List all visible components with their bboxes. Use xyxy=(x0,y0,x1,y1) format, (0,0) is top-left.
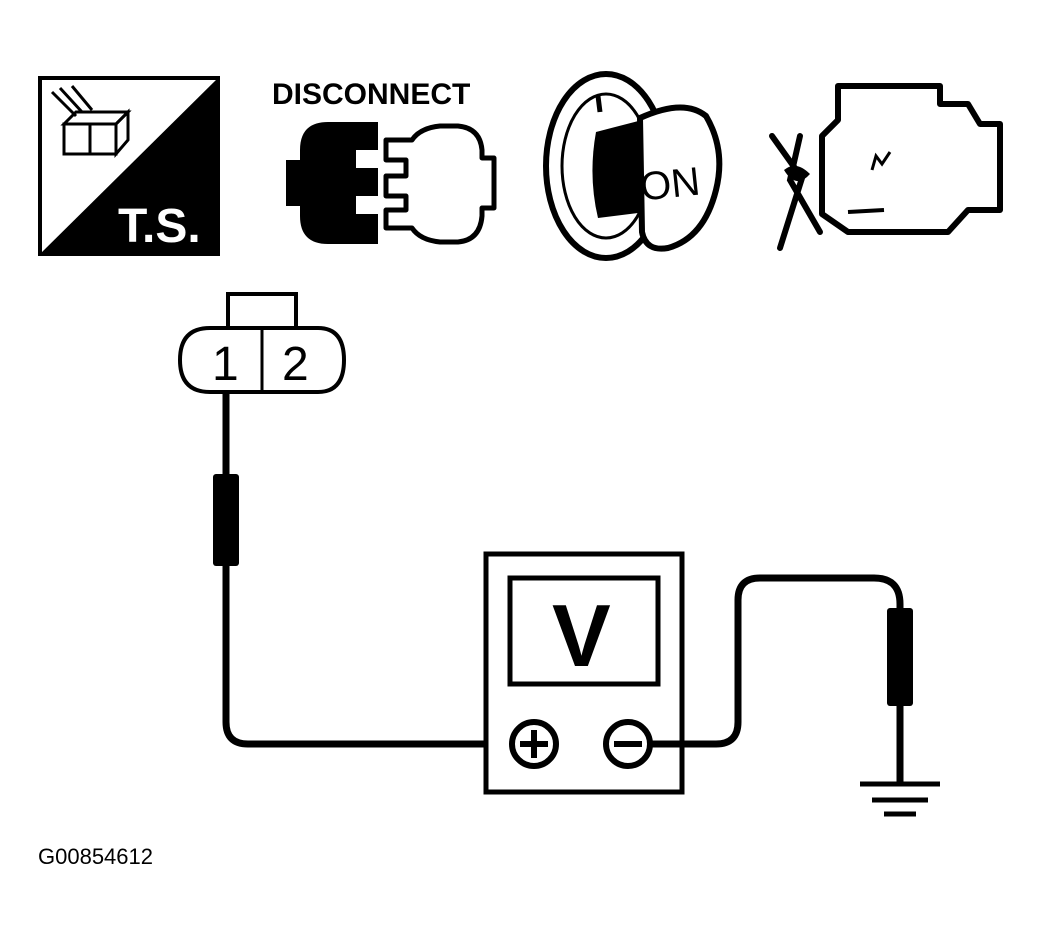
disconnect-connector-icon: DISCONNECT xyxy=(272,78,497,245)
voltmeter: V xyxy=(483,551,685,795)
harness-connector: 1 2 xyxy=(177,292,347,394)
engine-off-icon xyxy=(769,83,1003,251)
positive-test-lead xyxy=(213,394,516,748)
voltmeter-unit-label: V xyxy=(552,586,611,685)
ignition-key-on-icon: ON xyxy=(543,71,723,261)
disconnect-label: DISCONNECT xyxy=(272,78,470,111)
ground-icon xyxy=(860,781,940,817)
negative-terminal-icon xyxy=(603,719,653,769)
pin-2-label: 2 xyxy=(282,338,309,391)
pin-1-label: 1 xyxy=(212,338,239,391)
figure-code: G00854612 xyxy=(38,844,153,869)
ignition-on-label: ON xyxy=(638,160,702,210)
positive-terminal-icon xyxy=(509,719,559,769)
negative-test-lead xyxy=(650,574,913,782)
test-symbol-label: T.S. xyxy=(118,200,201,253)
test-symbol-icon: T.S. xyxy=(38,76,220,256)
